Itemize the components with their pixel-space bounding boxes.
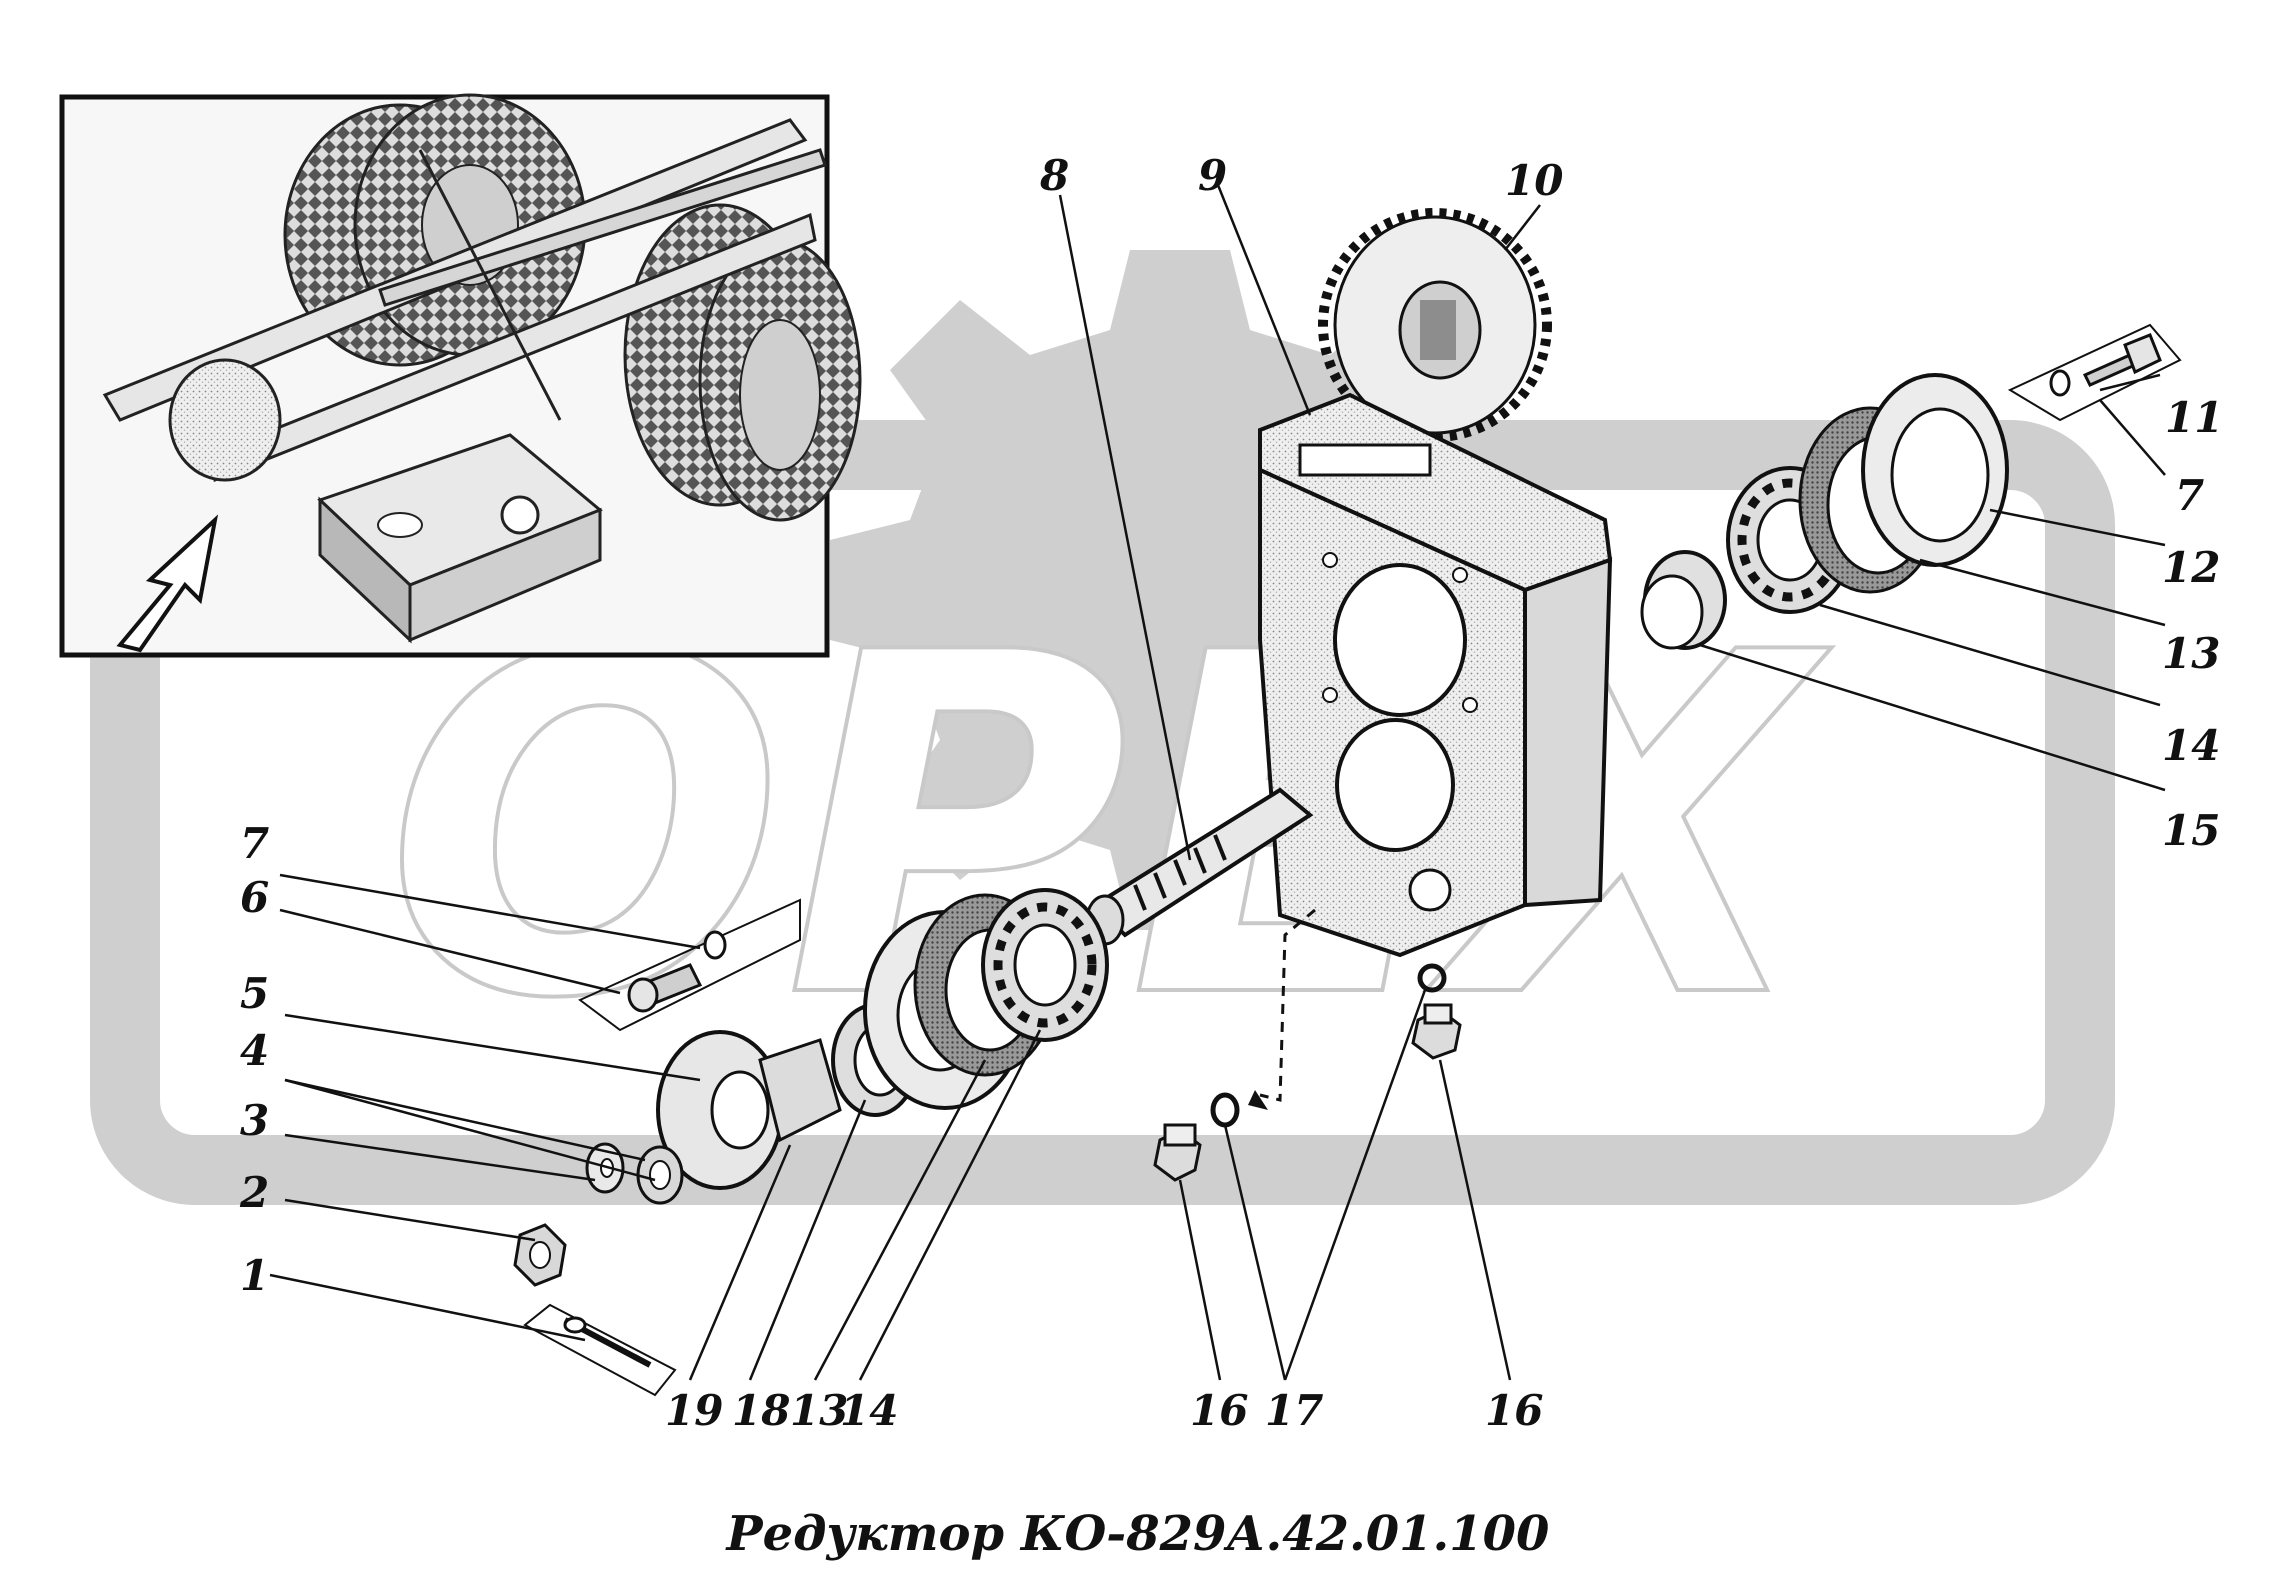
callout-labels: 8 9 10 11 7 12 13 14 15 7 6 5 4 3 2 1 19… <box>239 151 2223 1435</box>
plug-16-right <box>1411 1003 1462 1060</box>
callout-13-right: 13 <box>2162 629 2220 678</box>
callout-14-bottom: 14 <box>840 1386 898 1435</box>
flange-19 <box>656 1030 842 1190</box>
callout-15: 15 <box>2162 806 2220 855</box>
callout-7-left: 7 <box>240 819 269 868</box>
sleeve-15 <box>1640 550 1727 650</box>
callout-16-right: 16 <box>1485 1386 1543 1435</box>
nut-2 <box>513 1223 567 1287</box>
callout-13-bottom: 13 <box>790 1386 848 1435</box>
assembly-arrow <box>1259 908 1316 1102</box>
callout-18: 18 <box>732 1386 790 1435</box>
callout-14-right: 14 <box>2162 721 2220 770</box>
callout-6: 6 <box>240 873 269 922</box>
callout-11: 11 <box>2165 393 2223 442</box>
callout-8: 8 <box>1039 151 1069 200</box>
callout-2: 2 <box>239 1168 269 1217</box>
cotter-pin-1 <box>523 1303 677 1397</box>
callout-4: 4 <box>240 1026 269 1075</box>
seal-4 <box>636 1145 684 1205</box>
bearing-14-left <box>981 888 1109 1042</box>
bolt-washer-kit-right <box>2007 323 2182 422</box>
washer-17-right <box>1417 963 1447 993</box>
callout-9: 9 <box>1198 151 1227 200</box>
callout-1: 1 <box>240 1251 269 1300</box>
callout-17: 17 <box>1265 1386 1323 1435</box>
callout-16-left: 16 <box>1190 1386 1248 1435</box>
watermark-frame <box>90 420 2115 1205</box>
inset-reducer <box>168 358 282 482</box>
inset-tank <box>317 433 603 644</box>
housing-9 <box>1258 392 1613 958</box>
callout-12: 12 <box>2162 543 2220 592</box>
assembly-arrow-head <box>1248 1090 1268 1110</box>
diagram-caption: Редуктор КО-829А.42.01.100 <box>725 1506 1550 1562</box>
chassis-frame <box>102 118 827 483</box>
callout-3: 3 <box>240 1096 269 1145</box>
callout-10: 10 <box>1505 156 1563 205</box>
bolt-washer-kit-left <box>578 898 801 1032</box>
callout-7-right: 7 <box>2175 471 2204 520</box>
cover-12 <box>1861 373 2009 567</box>
inset-chassis-view <box>59 93 862 658</box>
inset-arrow <box>116 514 219 653</box>
leader-lines <box>269 184 2166 1381</box>
gear-10 <box>1318 208 1552 442</box>
plug-16-left <box>1153 1123 1202 1182</box>
callout-19: 19 <box>665 1386 723 1435</box>
callout-5: 5 <box>240 969 269 1018</box>
